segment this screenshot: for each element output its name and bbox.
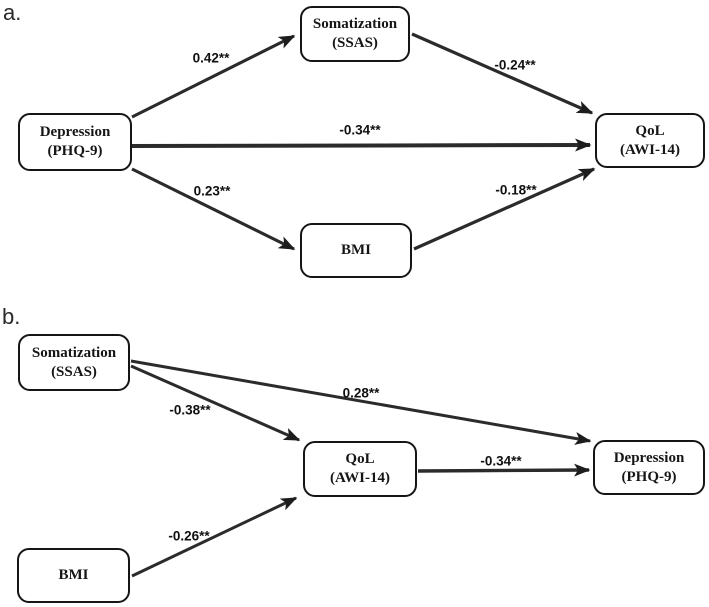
box-b-qol-line1: QoL <box>345 451 375 468</box>
box-b-qol-line2: (AWI-14) <box>330 470 390 486</box>
arrow-a-depression-to-qol <box>131 138 592 152</box>
box-b-depression-line1: Depression <box>613 449 685 466</box>
box-a-somatization-line2: (SSAS) <box>332 35 378 51</box>
edge-label-b-bmi-to-qol: -0.26** <box>168 528 210 544</box>
box-a-qol: QoL (AWI-14) <box>595 113 705 168</box>
box-b-bmi-line1: BMI <box>58 567 89 584</box>
arrow-a-depression-to-bmi <box>131 167 296 251</box>
box-b-depression: Depression (PHQ-9) <box>593 440 705 495</box>
arrow-a-bmi-to-qol <box>413 167 596 251</box>
panel-a-label: a. <box>3 0 22 25</box>
box-b-depression-line2: (PHQ-9) <box>621 468 677 485</box>
box-a-somatization: Somatization (SSAS) <box>300 6 410 62</box>
box-a-depression-line1: Depression <box>39 124 111 141</box>
edge-label-b-som-to-qol: -0.38** <box>169 402 211 418</box>
arrow-b-somatization-to-qol <box>130 364 301 442</box>
arrow-a-depression-to-somatization <box>131 34 296 119</box>
box-a-depression-line2: (PHQ-9) <box>47 143 103 159</box>
edge-label-a-som-to-qol: -0.24** <box>494 57 536 73</box>
edge-label-a-dep-to-bmi: 0.23** <box>193 183 231 199</box>
arrow-b-somatization-to-depression <box>130 359 592 445</box>
box-b-somatization-line1: Somatization <box>31 344 117 361</box>
panel-b-label: b. <box>2 304 21 329</box>
box-b-somatization: Somatization (SSAS) <box>18 334 130 391</box>
arrow-b-bmi-to-qol <box>131 496 298 578</box>
edge-label-a-bmi-to-qol: -0.18** <box>495 182 537 198</box>
box-a-bmi-line1: BMI <box>341 242 371 259</box>
box-a-somatization-line1: Somatization <box>312 16 398 33</box>
box-a-depression: Depression (PHQ-9) <box>18 113 132 171</box>
box-b-qol: QoL (AWI-14) <box>303 441 417 497</box>
box-a-qol-line1: QoL <box>635 122 665 139</box>
arrow-b-qol-to-depression <box>417 463 591 477</box>
edge-label-b-qol-to-dep: -0.34** <box>480 453 522 469</box>
box-b-bmi: BMI <box>17 548 130 603</box>
box-a-bmi: BMI <box>300 223 412 278</box>
edge-label-b-som-to-dep: 0.28** <box>342 385 380 401</box>
edge-label-a-dep-to-som: 0.42** <box>192 50 230 66</box>
box-a-qol-line2: (AWI-14) <box>620 141 680 158</box>
box-b-somatization-line2: (SSAS) <box>51 363 97 380</box>
edge-label-a-dep-to-qol: -0.34** <box>339 122 381 138</box>
arrow-a-somatization-to-qol <box>411 32 594 115</box>
